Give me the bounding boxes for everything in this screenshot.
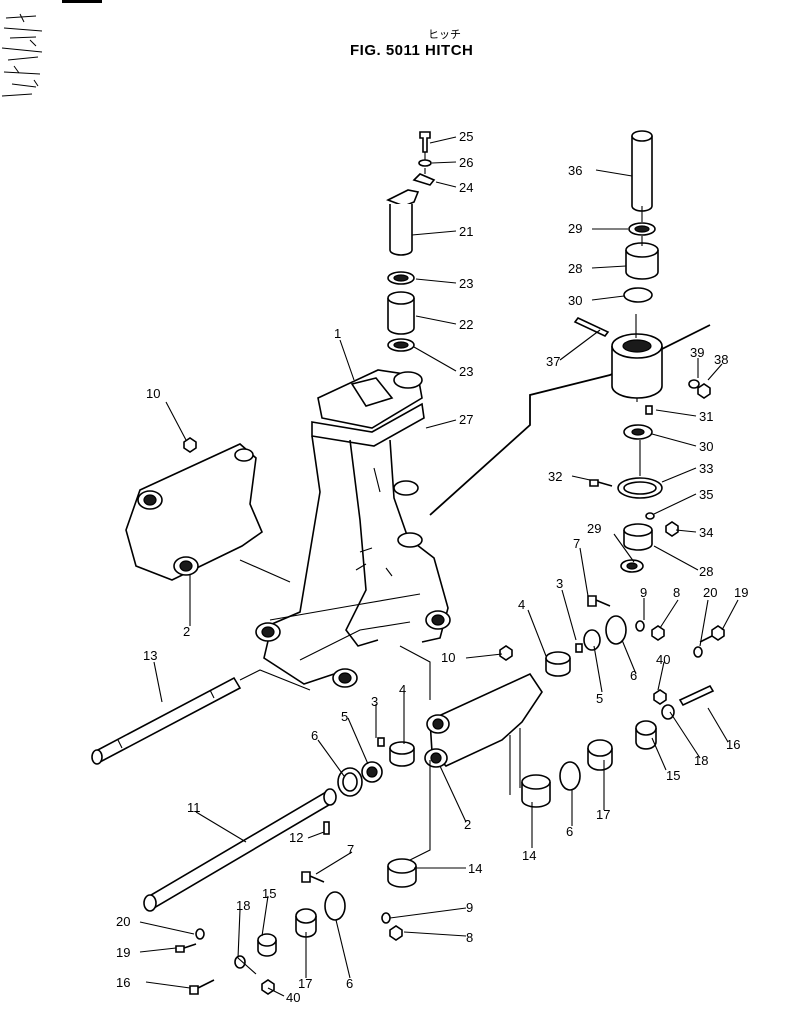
callout-9-lower: 9 [466, 900, 473, 915]
shaft-11 [143, 788, 337, 912]
callout-4-lower: 4 [399, 682, 406, 697]
washer-39 [688, 379, 700, 389]
callout-18-lower: 18 [236, 898, 250, 913]
callout-20-lower: 20 [116, 914, 130, 929]
right-trunnion-2 [389, 645, 543, 871]
callout-37: 37 [546, 354, 560, 369]
callout-39: 39 [690, 345, 704, 360]
callout-6-upper: 6 [630, 668, 637, 683]
washer-35 [645, 512, 655, 520]
left-bracket-2 [125, 437, 291, 583]
callout-35: 35 [699, 487, 713, 502]
callout-6-mid: 6 [566, 824, 573, 839]
shaft-13 [91, 669, 311, 765]
left-mid-parts [337, 737, 415, 797]
pin-head-21 [386, 189, 420, 207]
nut-34 [665, 521, 679, 537]
bushing-22 [387, 298, 415, 335]
callout-36: 36 [568, 163, 582, 178]
callout-6-lower: 6 [311, 728, 318, 743]
plate-24 [412, 173, 436, 186]
callout-31: 31 [699, 409, 713, 424]
callout-27: 27 [459, 412, 473, 427]
callout-40-upper: 40 [656, 652, 670, 667]
callout-10-right: 10 [441, 650, 455, 665]
callout-2-left: 2 [183, 624, 190, 639]
bushing-28-upper [625, 250, 659, 280]
callout-5-lower: 5 [341, 709, 348, 724]
callout-8-lower: 8 [466, 930, 473, 945]
callout-28-lower: 28 [699, 564, 713, 579]
callout-17-lower: 17 [298, 976, 312, 991]
callout-3-lower: 3 [371, 694, 378, 709]
callout-22: 22 [459, 317, 473, 332]
callout-19-upper: 19 [734, 585, 748, 600]
bottom-parts [175, 858, 417, 995]
pin-36 [631, 136, 653, 212]
callout-14-upper: 14 [522, 848, 536, 863]
callout-21: 21 [459, 224, 473, 239]
callout-9-upper: 9 [640, 585, 647, 600]
callout-17-upper: 17 [596, 807, 610, 822]
pin-31 [645, 405, 653, 415]
callout-18-upper: 18 [694, 753, 708, 768]
callout-26: 26 [459, 155, 473, 170]
swivel-group [573, 130, 711, 573]
nut-38 [697, 383, 711, 399]
callout-5-upper: 5 [596, 691, 603, 706]
callout-29-lower: 29 [587, 521, 601, 536]
corner-bar [62, 0, 102, 3]
callout-25: 25 [459, 129, 473, 144]
callout-24: 24 [459, 180, 473, 195]
callout-34: 34 [699, 525, 713, 540]
callout-3-upper: 3 [556, 576, 563, 591]
callout-38: 38 [714, 352, 728, 367]
callout-28-upper: 28 [568, 261, 582, 276]
pin-21 [389, 204, 413, 256]
housing [611, 346, 663, 399]
callout-30-lower: 30 [699, 439, 713, 454]
callout-15-lower: 15 [262, 886, 276, 901]
callout-33: 32 [548, 469, 562, 484]
callout-6-bottom: 6 [346, 976, 353, 991]
lower-right-parts [521, 684, 715, 808]
leader-lines [139, 136, 739, 997]
callout-8-upper: 8 [673, 585, 680, 600]
callout-13: 13 [143, 648, 157, 663]
callout-14-lower: 14 [468, 861, 482, 876]
washer-30-upper [623, 287, 653, 303]
washer-26 [418, 159, 432, 167]
callout-4-upper: 4 [518, 597, 525, 612]
figure-title: FIG. 5011 HITCH [350, 42, 474, 59]
callout-labels: 25 26 24 21 23 22 23 1 27 10 2 13 36 29 … [116, 129, 748, 1005]
callout-2-right: 2 [464, 817, 471, 832]
bolt-33 [589, 479, 613, 487]
figure-kana-title: ヒッチ [428, 28, 461, 41]
bolt-37 [573, 317, 610, 337]
callout-12: 12 [289, 830, 303, 845]
callout-23-lower: 23 [459, 364, 473, 379]
callout-10-left: 10 [146, 386, 160, 401]
callout-32: 33 [699, 461, 713, 476]
callout-15-upper: 15 [666, 768, 680, 783]
callout-29-upper: 29 [568, 221, 582, 236]
callout-7-lower: 7 [347, 842, 354, 857]
callout-40-lower: 40 [286, 990, 300, 1005]
scan-noise [1, 13, 43, 97]
callout-30-upper: 30 [568, 293, 582, 308]
callout-1: 1 [334, 326, 341, 341]
callout-23-upper: 23 [459, 276, 473, 291]
callout-16-upper: 16 [726, 737, 740, 752]
bolt-25 [419, 131, 431, 153]
main-frame-1 [255, 324, 711, 688]
callout-19-lower: 19 [116, 945, 130, 960]
callout-20-upper: 20 [703, 585, 717, 600]
callout-16-lower: 16 [116, 975, 130, 990]
upper-right-parts [545, 595, 725, 677]
callout-7-upper: 7 [573, 536, 580, 551]
upper-pin-group [386, 131, 436, 352]
callout-11: 11 [187, 800, 201, 815]
